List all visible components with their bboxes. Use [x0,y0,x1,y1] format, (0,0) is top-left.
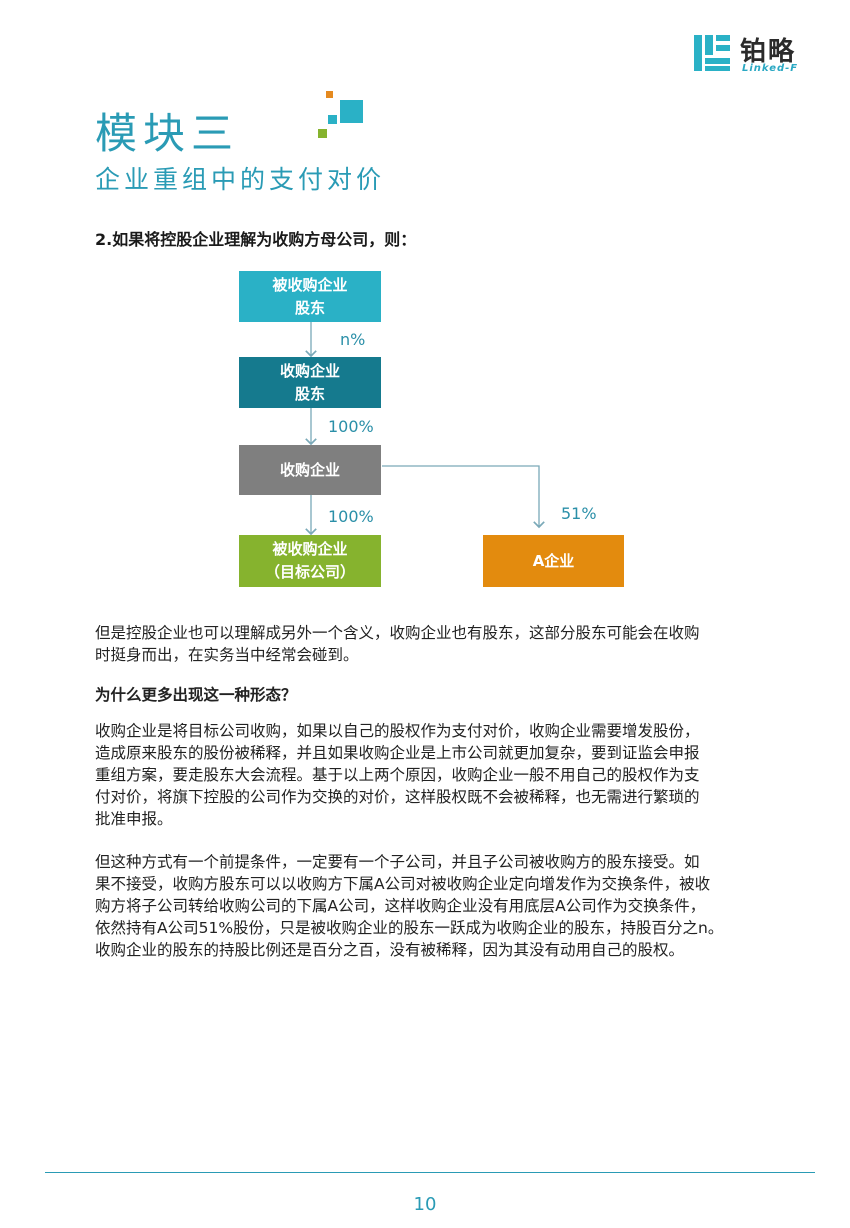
edge-label-100-upper: 100% [328,417,374,436]
page-number: 10 [413,1194,437,1215]
logo-mark-icon [694,35,730,71]
question-heading: 为什么更多出现这一种形态？ [95,686,297,704]
company-logo: 铂略 Linked-F [692,33,817,77]
edge-label-51: 51% [561,504,597,523]
edge-line [382,465,545,529]
node-target-shareholders: 被收购企业 股东 [239,271,381,322]
ownership-diagram [305,322,545,536]
paragraph-1: 但是控股企业也可以理解成另外一个含义，收购企业也有股东，这部分股东可能会在收购 … [95,624,700,664]
logo-name-en: Linked-F [742,63,799,74]
decorative-square [318,129,327,138]
decorative-square [340,100,363,123]
paragraph-2: 收购企业是将目标公司收购，如果以自己的股权作为支付对价，收购企业需要增发股份， … [95,722,700,828]
paragraph-3: 但这种方式有一个前提条件，一定要有一个子公司，并且子公司被收购方的股东接受。如 … [95,853,724,959]
decorative-square [328,115,337,124]
section-heading: 2.如果将控股企业理解为收购方母公司，则： [95,230,417,249]
node-acquirer: 收购企业 [239,445,381,495]
logo-name-cn: 铂略 [740,37,797,67]
module-title: 模块三 [95,109,240,158]
edge-label-n: n% [340,330,366,349]
node-target-company: 被收购企业 （目标公司） [239,535,381,587]
edge-label-100-lower: 100% [328,507,374,526]
node-acquirer-shareholders: 收购企业 股东 [239,357,381,408]
node-a-company: A企业 [483,535,624,587]
decorative-square [326,91,333,98]
module-subtitle: 企业重组中的支付对价 [95,165,386,194]
footer-divider [45,1172,815,1173]
